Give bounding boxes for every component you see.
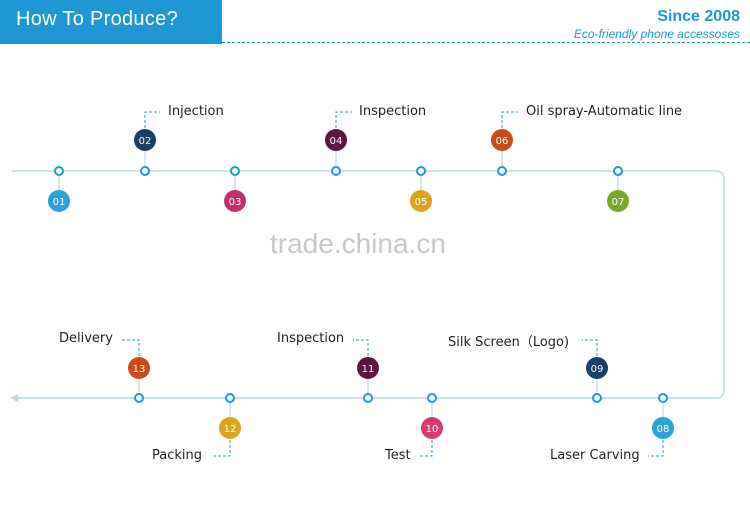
step-08-dot bbox=[658, 393, 668, 403]
step-04-label: Inspection bbox=[359, 104, 427, 119]
step-05-badge bbox=[410, 190, 432, 212]
step-09-label: Silk Screen（Logo) bbox=[448, 335, 570, 350]
step-06-connector bbox=[501, 111, 518, 128]
step-01-badge bbox=[48, 190, 70, 212]
step-10-label: Test bbox=[385, 448, 411, 463]
step-12-badge bbox=[219, 417, 241, 439]
step-09-connector bbox=[582, 339, 598, 356]
step-12-dot bbox=[225, 393, 235, 403]
step-13-label: Delivery bbox=[59, 331, 113, 346]
step-09-dot bbox=[592, 393, 602, 403]
step-13-badge bbox=[128, 357, 150, 379]
step-12-number: 12 bbox=[224, 424, 237, 435]
step-06-number: 06 bbox=[496, 136, 509, 147]
step-08-badge bbox=[652, 417, 674, 439]
step-08-number: 08 bbox=[657, 424, 670, 435]
step-11-connector bbox=[353, 339, 369, 356]
step-13-connector bbox=[122, 339, 140, 356]
step-04-number: 04 bbox=[330, 136, 343, 147]
step-11-badge bbox=[357, 357, 379, 379]
tagline: Eco-friendly phone accessoses bbox=[573, 27, 740, 41]
step-08-label: Laser Carving bbox=[550, 448, 640, 463]
step-03-dot bbox=[230, 166, 240, 176]
header-divider bbox=[222, 42, 750, 43]
step-01-number: 01 bbox=[53, 197, 66, 208]
step-07-number: 07 bbox=[612, 197, 625, 208]
step-10-dot bbox=[427, 393, 437, 403]
step-07-dot bbox=[613, 166, 623, 176]
step-02-number: 02 bbox=[139, 136, 152, 147]
step-06-badge bbox=[491, 129, 513, 151]
step-09-number: 09 bbox=[591, 364, 604, 375]
step-05-number: 05 bbox=[415, 197, 428, 208]
flow-arrow bbox=[10, 394, 18, 402]
step-06-dot bbox=[497, 166, 507, 176]
step-12-label: Packing bbox=[152, 448, 203, 463]
step-11-number: 11 bbox=[362, 364, 375, 375]
step-13-number: 13 bbox=[133, 364, 146, 375]
step-10-connector bbox=[418, 440, 433, 457]
step-10-badge bbox=[421, 417, 443, 439]
step-08-connector bbox=[648, 440, 664, 457]
step-11-dot bbox=[363, 393, 373, 403]
step-06-label: Oil spray-Automatic line bbox=[526, 104, 683, 119]
step-10-number: 10 bbox=[426, 424, 439, 435]
step-03-badge bbox=[224, 190, 246, 212]
watermark: trade.china.cn bbox=[270, 228, 446, 259]
step-09-badge bbox=[586, 357, 608, 379]
page-title: How To Produce? bbox=[16, 8, 178, 30]
header-band: How To Produce? bbox=[0, 0, 222, 44]
step-04-badge bbox=[325, 129, 347, 151]
flow-line bbox=[12, 170, 725, 399]
step-05-dot bbox=[416, 166, 426, 176]
step-03-number: 03 bbox=[229, 197, 242, 208]
step-11-label: Inspection bbox=[277, 331, 345, 346]
step-02-dot bbox=[140, 166, 150, 176]
step-02-label: Injection bbox=[168, 104, 224, 119]
step-13-dot bbox=[134, 393, 144, 403]
step-01-dot bbox=[54, 166, 64, 176]
step-02-badge bbox=[134, 129, 156, 151]
step-02-connector bbox=[144, 111, 160, 128]
step-12-connector bbox=[214, 440, 231, 457]
since-label: Since 2008 bbox=[657, 8, 740, 25]
step-04-connector bbox=[335, 111, 352, 128]
step-04-dot bbox=[331, 166, 341, 176]
step-07-badge bbox=[607, 190, 629, 212]
